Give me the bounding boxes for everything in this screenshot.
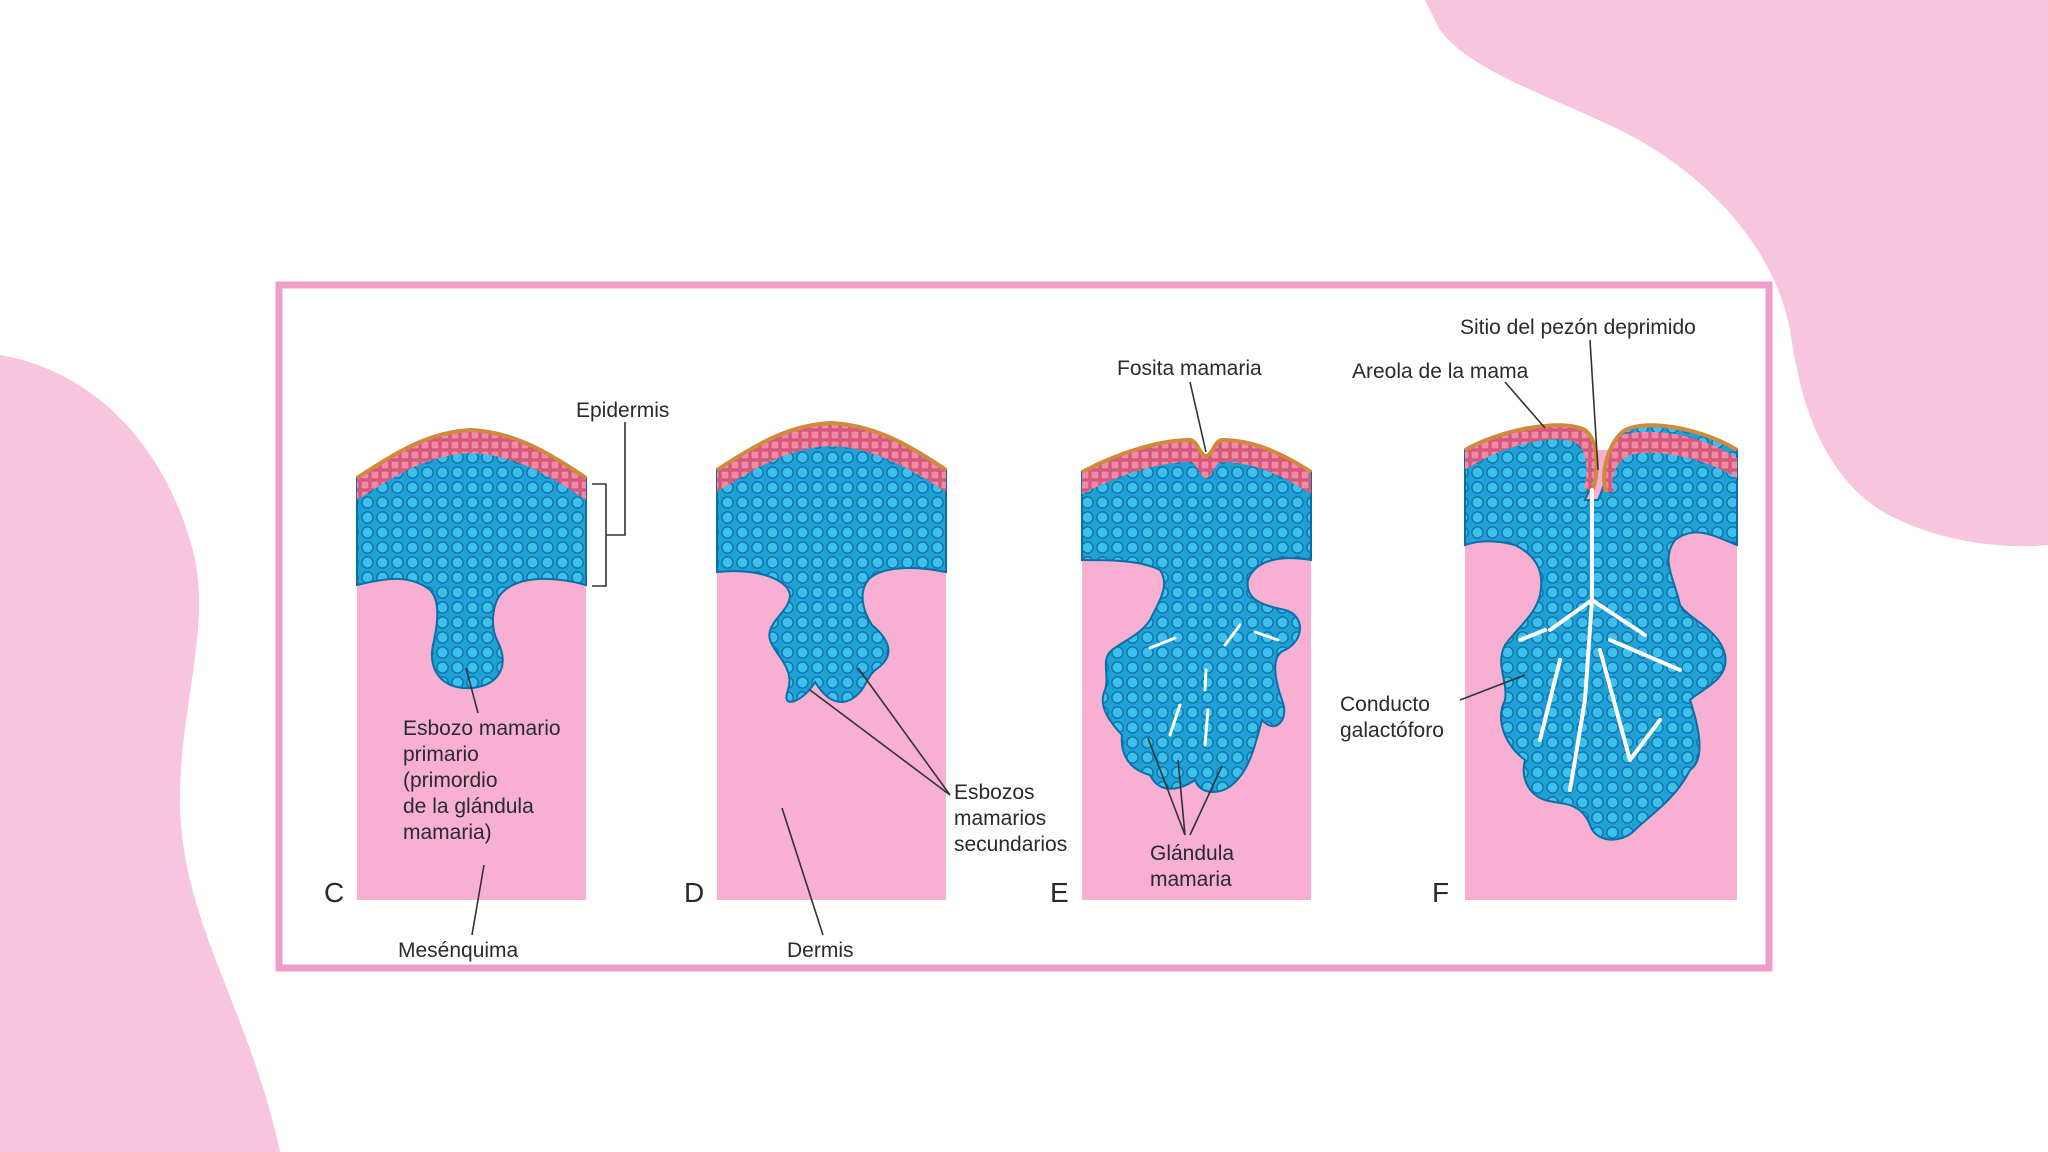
gland-leader-1 [1147,737,1186,836]
panel-f-ducts [1518,488,1682,792]
primary-bud-label-3: (primordio [403,769,498,792]
bud-leader [465,667,479,714]
dermis-label: Dermis [787,939,854,962]
gland-leader-2 [1177,759,1186,836]
panel-e-ducts [1148,623,1280,747]
secondary-buds-label-1: Esbozos [954,781,1035,804]
secondary-buds-label-3: secundarios [954,833,1067,856]
duct-leader [1459,674,1526,701]
panel-d-surface [715,420,948,472]
secondary-bud-leader-1 [809,689,951,796]
panel-c-surface [355,427,588,480]
panel-c-epidermis [357,430,586,500]
panel-e-surface [1081,437,1313,474]
panel-c-letter: C [324,877,344,908]
epidermis-leader [606,422,626,536]
top-right-blob [1425,0,2048,547]
panel-d-letter: D [684,877,704,908]
pit-leader [1189,381,1207,453]
areola-leader [1504,381,1546,429]
gland-leader-3 [1189,765,1223,836]
panel-e [1081,437,1313,900]
mesenchyme-label: Mesénquima [398,939,519,962]
dermis-leader [781,807,824,936]
bottom-left-blob [0,355,280,1152]
secondary-buds-label-2: mamarios [954,807,1046,830]
primary-bud-label-1: Esbozo mamario [403,717,561,740]
mammary-gland-label-2: mamaria [1150,868,1232,891]
primary-bud-label-2: primario [403,743,479,766]
panel-f [1464,423,1739,900]
primary-bud-label-4: de la glándula [403,795,534,818]
panel-f-letter: F [1432,877,1449,908]
secondary-bud-leader-2 [857,667,951,796]
mesenchyme-leader [471,864,485,936]
mammary-pit-label: Fosita mamaria [1117,357,1262,380]
nipple-leader [1589,339,1599,471]
lactiferous-duct-label-1: Conducto [1340,693,1430,716]
panel-e-letter: E [1050,877,1069,908]
lactiferous-duct-label-2: galactóforo [1340,719,1444,742]
nipple-site-label: Sitio del pezón deprimido [1460,316,1696,339]
panel-f-epidermis [1465,425,1737,492]
primary-bud-label-5: mamaria) [403,821,492,844]
panel-d [715,420,948,900]
areola-label: Areola de la mama [1352,360,1529,383]
epidermis-label: Epidermis [576,399,669,422]
mammary-gland-label-1: Glándula [1150,842,1234,865]
panel-e-epidermis [1082,440,1311,494]
panel-d-epidermis [717,423,946,492]
panel-f-surface [1464,423,1739,493]
